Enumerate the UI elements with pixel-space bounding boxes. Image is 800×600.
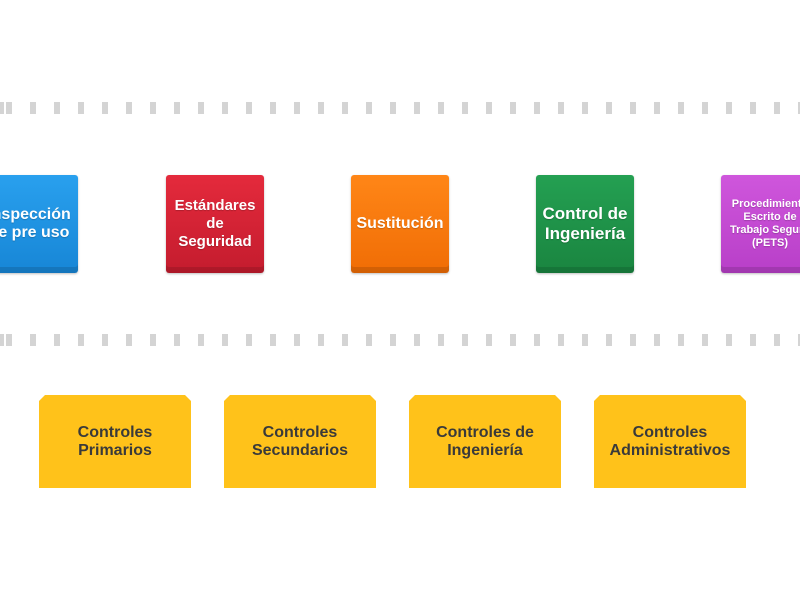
- answer-card-label: Inspección de pre uso: [0, 206, 71, 241]
- category-target-secundarios[interactable]: Controles Secundarios: [224, 395, 376, 488]
- category-label: Controles Secundarios: [251, 423, 349, 459]
- category-target-ingenieria[interactable]: Controles de Ingeniería: [409, 395, 561, 488]
- category-label: Controles Primarios: [77, 423, 153, 459]
- answer-card-label: Sustitución: [356, 215, 444, 232]
- drop-track-bottom: [0, 334, 800, 346]
- answer-card-sustitucion[interactable]: Sustitución: [351, 175, 449, 273]
- answer-card-label: Estándares de Seguridad: [174, 197, 256, 250]
- drop-track-top: [0, 102, 800, 114]
- category-label: Controles de Ingeniería: [436, 423, 534, 459]
- answer-card-label: Procedimiento Escrito de Trabajo Seguro …: [729, 198, 800, 249]
- category-target-primarios[interactable]: Controles Primarios: [39, 395, 191, 488]
- answer-card-inspeccion[interactable]: Inspección de pre uso: [0, 175, 78, 273]
- category-target-administrativos[interactable]: Controles Administrativos: [594, 395, 746, 488]
- answer-card-control-ingenieria[interactable]: Control de Ingeniería: [536, 175, 634, 273]
- answer-card-estandares[interactable]: Estándares de Seguridad: [166, 175, 264, 273]
- answer-card-pets[interactable]: Procedimiento Escrito de Trabajo Seguro …: [721, 175, 800, 273]
- category-label: Controles Administrativos: [609, 423, 731, 459]
- answer-card-label: Control de Ingeniería: [542, 204, 628, 243]
